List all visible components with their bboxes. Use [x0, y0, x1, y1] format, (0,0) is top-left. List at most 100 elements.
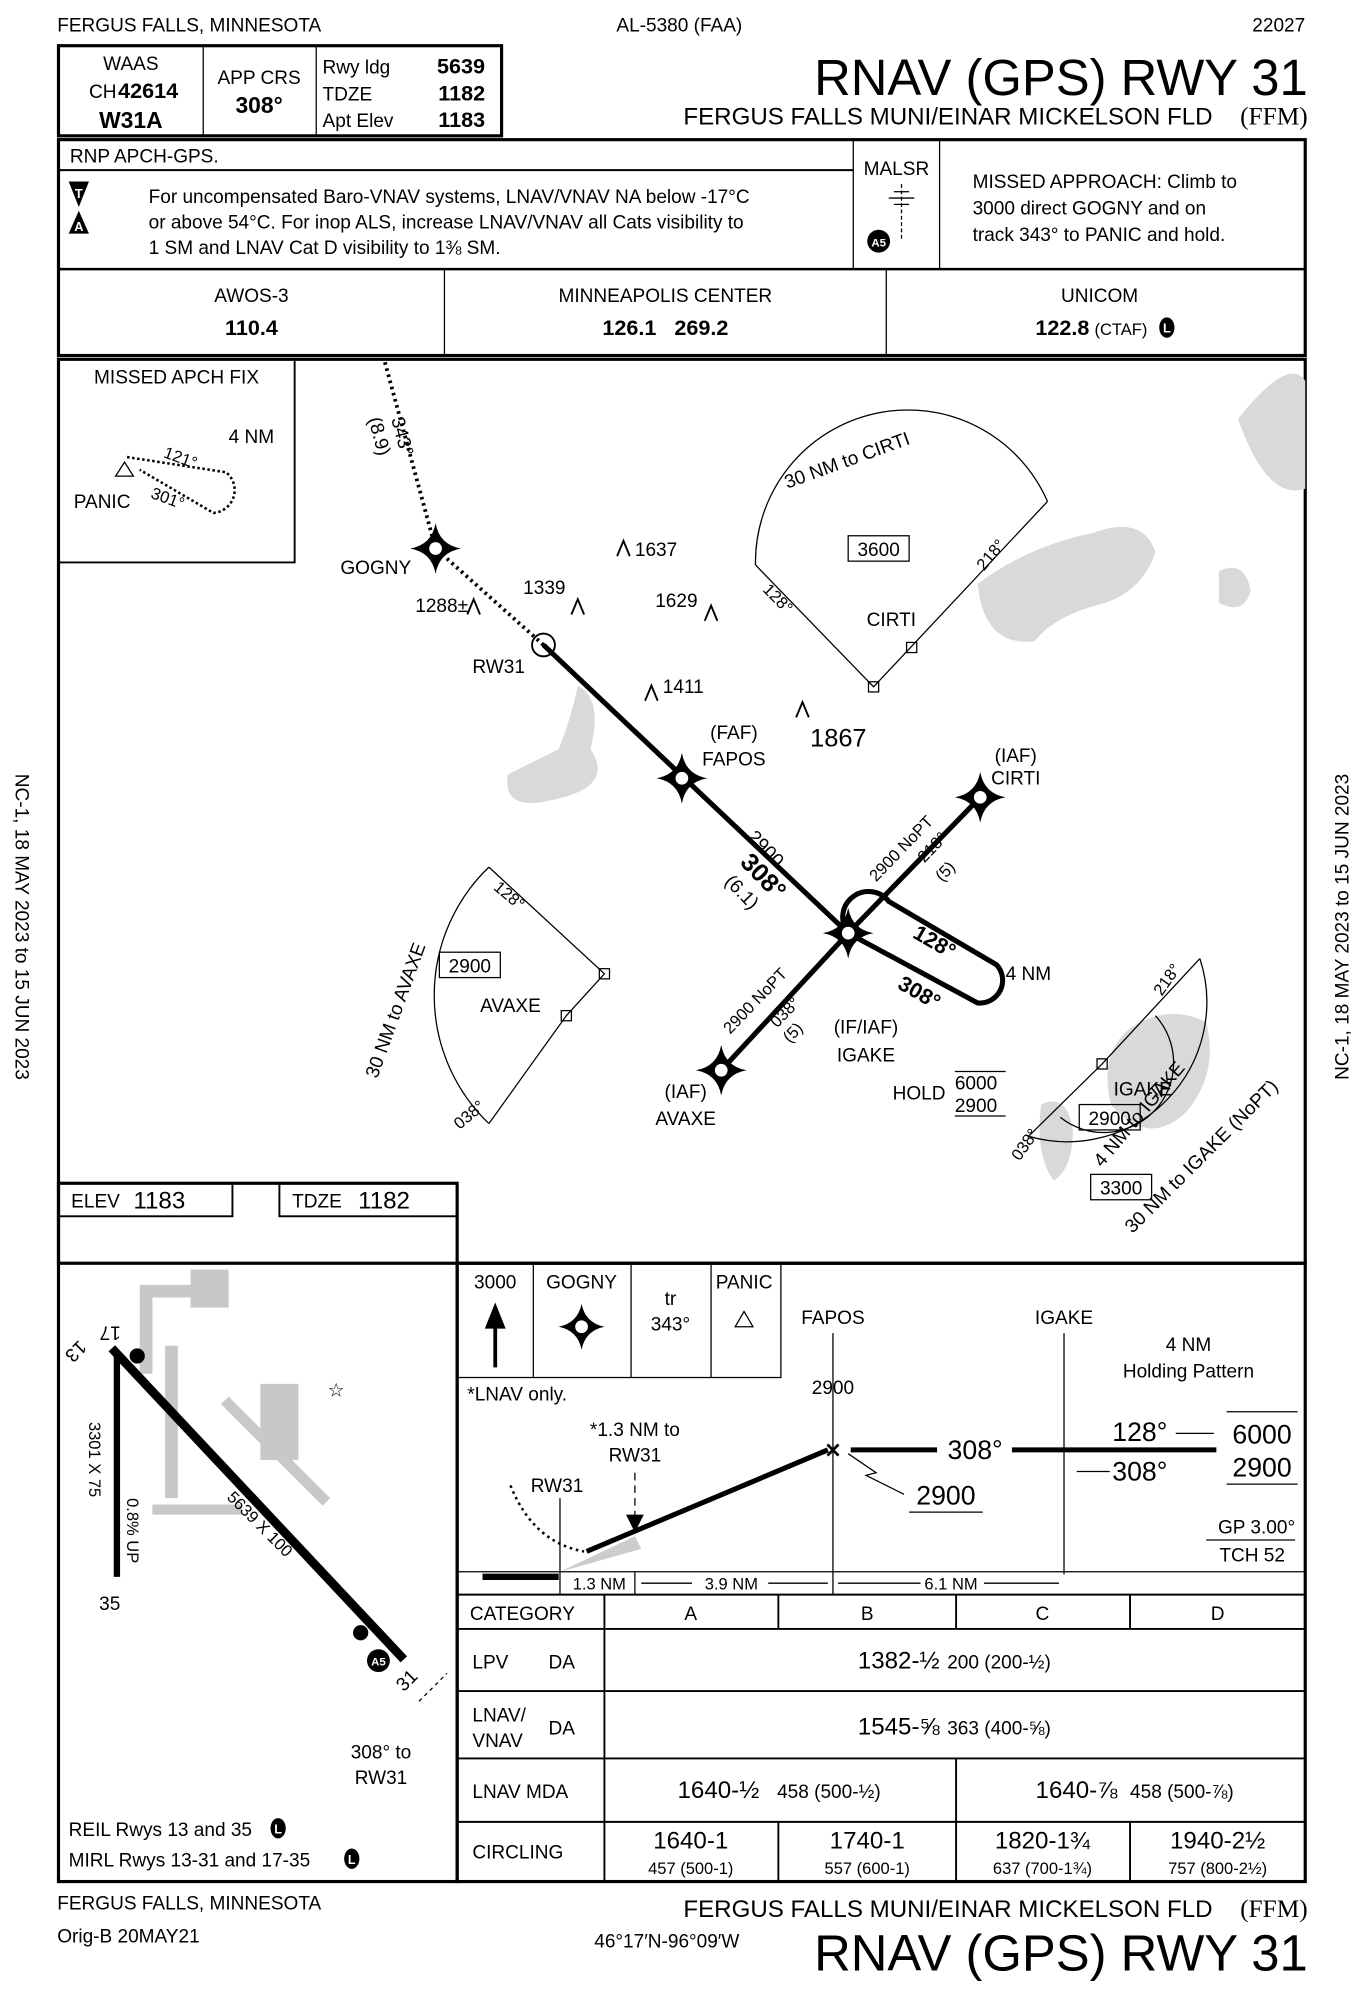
inset-inbound: 121°	[161, 444, 199, 473]
lnav-cd-value: 1640-⅞	[1036, 1777, 1119, 1804]
lnav-only-note: *LNAV only.	[467, 1384, 567, 1405]
hold-inbound: 308°	[894, 970, 945, 1014]
hold-subtitle: Holding Pattern	[1123, 1362, 1254, 1383]
rwy-main-dims: 5639 X 100	[223, 1488, 295, 1560]
rwy-ldg-label: Rwy ldg	[323, 58, 391, 79]
obstacle-1339: 1339	[523, 578, 565, 599]
taa-fix-icons	[560, 641, 1108, 1070]
rnp-note: RNP APCH-GPS.	[70, 147, 219, 168]
channel-label: CH	[89, 82, 117, 103]
rw31-label: RW31	[472, 657, 525, 678]
apt-elev: 1183	[438, 107, 485, 132]
segment-course: 308°	[948, 1435, 1003, 1465]
tdze-value: 1182	[358, 1188, 410, 1215]
plan-view: MISSED APCH FIX PANIC 121° 301° 4 NM GOG…	[56, 357, 1307, 1265]
airport-ident: (FFM)	[1240, 102, 1308, 130]
temperature-symbol-icon	[68, 181, 89, 207]
obstacle-1867: 1867	[810, 725, 866, 753]
waas-label: WAAS	[103, 54, 158, 75]
missed-track	[382, 361, 438, 549]
panic-fix-icon	[114, 460, 135, 477]
taa-arc-cirti	[754, 409, 1049, 565]
avaxe-label: AVAXE	[655, 1109, 716, 1130]
taa-avaxe-msa-box	[438, 951, 501, 979]
taa-igake-inner-msa: 2900	[1089, 1109, 1131, 1130]
taa-cirti-128: 128°	[759, 580, 796, 617]
category-header: CATEGORY	[470, 1604, 575, 1625]
app-crs-label: APP CRS	[217, 68, 300, 89]
vdp-icon	[626, 1514, 644, 1533]
approach-light-badge-icon	[367, 1649, 390, 1673]
approach-light-badge: A5	[871, 237, 886, 249]
category-a: A	[684, 1604, 697, 1625]
taa-avaxe-128: 128°	[490, 878, 528, 914]
circling-d-hat: 757 (800-2½)	[1168, 1860, 1267, 1878]
apt-elev-label: Apt Elev	[323, 111, 394, 132]
final-course-fix: RW31	[355, 1768, 408, 1789]
chart-id: AL-5380 (FAA)	[616, 16, 742, 37]
lake	[507, 685, 598, 804]
approach-light-badge-icon	[867, 229, 891, 253]
profile-igake: IGAKE	[1035, 1308, 1093, 1329]
lnav-ab-value: 1640-½	[678, 1777, 760, 1804]
briefing-box: WAAS CH 42614 W31A APP CRS 308° Rwy ldg …	[56, 44, 504, 138]
obstacle-1637: 1637	[635, 540, 677, 561]
rwy-31-label: 31	[393, 1666, 423, 1696]
unicom-badge: L	[1163, 322, 1171, 336]
note-line-2: or above 54°C. For inop ALS, increase LN…	[149, 213, 744, 234]
hold-max-alt: 6000	[955, 1073, 997, 1094]
fapos-label: FAPOS	[702, 750, 765, 771]
note-line-1: For uncompensated Baro-VNAV systems, LNA…	[149, 187, 750, 208]
pcl-icon	[344, 1848, 360, 1869]
rwy-35-label: 35	[99, 1594, 120, 1615]
comm-awos-freq: 110.4	[225, 315, 278, 340]
reil-badge: L	[274, 1822, 282, 1836]
elev-value: 1183	[133, 1188, 185, 1215]
cirti-label: CIRTI	[991, 769, 1040, 790]
lake	[1218, 567, 1251, 608]
avaxe-fix-icon	[695, 1044, 747, 1096]
minima-table: CATEGORY A B C D LPV DA 1382-½ 200 (200-…	[457, 1593, 1306, 1882]
igake-fix-icon	[822, 907, 874, 959]
final-course	[541, 643, 850, 935]
category-c: C	[1036, 1604, 1050, 1625]
avaxe-leg	[719, 931, 851, 1072]
circling-a-value: 1640-1	[653, 1828, 728, 1855]
footer-airport: FERGUS FALLS MUNI/EINAR MICKELSON FLD	[683, 1896, 1212, 1923]
airport-name: FERGUS FALLS MUNI/EINAR MICKELSON FLD	[683, 103, 1212, 130]
igake-role: (IF/IAF)	[834, 1017, 898, 1038]
taa-avaxe-038: 038°	[451, 1097, 489, 1133]
missed-approach-3: track 343° to PANIC and hold.	[973, 225, 1226, 246]
lnav-vnav-hat: 363 (400-⅝)	[947, 1718, 1051, 1739]
beacon-icon: ☆	[328, 1381, 345, 1402]
inset-outbound: 301°	[149, 485, 187, 514]
category-b: B	[861, 1604, 874, 1625]
fapos-altitude: 2900	[812, 1378, 854, 1399]
taa-igake-outer-msa-box	[1090, 1173, 1153, 1201]
category-d: D	[1211, 1604, 1225, 1625]
notes-box: RNP APCH-GPS. T A For uncompensated Baro…	[56, 138, 1307, 358]
malsr-icon	[888, 184, 915, 242]
distance-2: 3.9 NM	[705, 1576, 758, 1594]
tdze-label: TDZE	[323, 84, 373, 105]
lake	[1107, 1013, 1210, 1129]
lnav-vnav-type: DA	[549, 1718, 576, 1739]
taa-avaxe-msa: 2900	[449, 957, 491, 978]
circling-b-hat: 557 (600-1)	[825, 1860, 910, 1878]
hold-min-alt: 2900	[955, 1096, 997, 1117]
panic-fix-icon	[734, 1310, 755, 1328]
pilot-controlled-lighting-icon	[1159, 317, 1175, 338]
circling-a-hat: 457 (500-1)	[648, 1860, 733, 1878]
track-course: 343°	[651, 1315, 690, 1336]
lnav-ab-hat: 458 (500-½)	[777, 1782, 881, 1803]
hold-title: 4 NM	[1166, 1335, 1211, 1356]
missed-approach-1: MISSED APPROACH: Climb to	[973, 172, 1237, 193]
inset-fix: PANIC	[74, 492, 131, 513]
rw31-waypoint-icon	[531, 632, 556, 658]
inset-title: MISSED APCH FIX	[94, 367, 259, 388]
runway-13-31	[108, 1345, 408, 1663]
cycle: 22027	[1252, 16, 1305, 37]
tdze-label: TDZE	[292, 1191, 342, 1212]
lpv-value: 1382-½	[858, 1647, 940, 1674]
